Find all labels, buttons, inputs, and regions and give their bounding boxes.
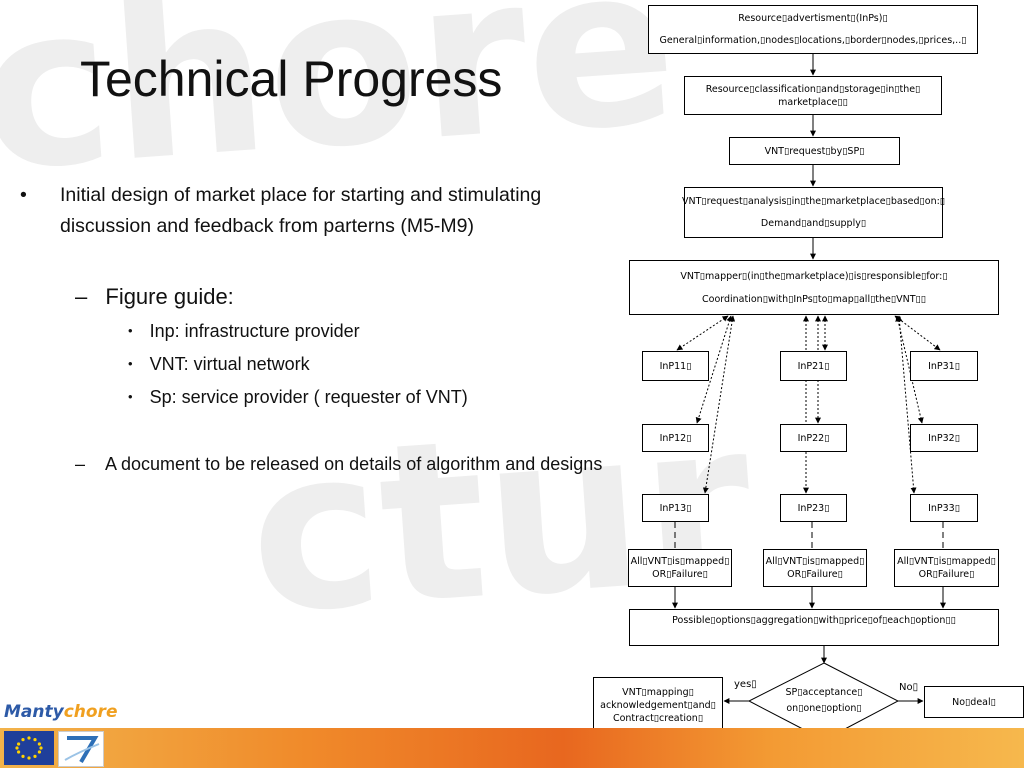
box-label: InP23▯ bbox=[797, 502, 830, 514]
slide-title: Technical Progress bbox=[80, 51, 503, 107]
box-label: InP31▯ bbox=[928, 360, 960, 372]
dash-marker: – bbox=[75, 454, 86, 474]
box-line: OR▯Failure▯ bbox=[787, 569, 843, 580]
box-label: InP21▯ bbox=[797, 360, 830, 372]
fp7-seven-icon bbox=[64, 736, 100, 764]
box-line: All▯VNT▯is▯mapped▯ bbox=[897, 556, 996, 567]
box-line: All▯VNT▯is▯mapped▯ bbox=[765, 556, 865, 567]
resource-advertisement-box: Resource▯advertisment▯(InPs)▯ General▯in… bbox=[648, 5, 978, 54]
box-line: General▯information,▯nodes▯locations,▯bo… bbox=[659, 35, 967, 46]
box-line: OR▯Failure▯ bbox=[918, 569, 975, 580]
decision-line: SP▯acceptance▯ bbox=[785, 687, 863, 698]
vnt-request-analysis-box: VNT▯request▯analysis▯in▯the▯marketplace▯… bbox=[681, 187, 946, 238]
dash-marker: – bbox=[75, 284, 88, 309]
bullet-figure-guide: – Figure guide: bbox=[75, 284, 234, 310]
dotted-mapper-inp11 bbox=[676, 315, 729, 351]
logo-text-part1: Manty bbox=[4, 702, 64, 722]
bullet-text: Figure guide: bbox=[105, 284, 234, 309]
inp12-box: InP12▯ bbox=[642, 424, 709, 452]
bullet-inp: • Inp: infrastructure provider bbox=[128, 321, 360, 342]
box-label: InP32▯ bbox=[928, 432, 960, 444]
bullet-text: A document to be released on details of … bbox=[105, 454, 603, 474]
box-line: OR▯Failure▯ bbox=[652, 569, 708, 580]
mantychore-logo: Mantychore bbox=[4, 702, 117, 722]
bullet-document: – A document to be released on details o… bbox=[75, 451, 615, 478]
inp21-box: InP21▯ bbox=[780, 351, 847, 381]
box-label: InP13▯ bbox=[659, 502, 692, 514]
decision-line: on▯one▯option▯ bbox=[786, 703, 862, 714]
box-line: Possible▯options▯aggregation▯with▯price▯… bbox=[672, 615, 956, 626]
inp32-box: InP32▯ bbox=[910, 424, 978, 452]
logo-text-part2: chore bbox=[63, 702, 118, 722]
vnt-mapper-box: VNT▯mapper▯(in▯the▯marketplace)▯is▯respo… bbox=[629, 260, 999, 315]
box-line: All▯VNT▯is▯mapped▯ bbox=[630, 556, 730, 567]
bullet-text: Inp: infrastructure provider bbox=[149, 321, 360, 341]
fp7-logo-icon bbox=[58, 731, 104, 767]
inp23-box: InP23▯ bbox=[780, 494, 847, 522]
bullet-text: Initial design of market place for start… bbox=[60, 184, 542, 237]
inp33-box: InP33▯ bbox=[910, 494, 978, 522]
box-line: Resource▯advertisment▯(InPs)▯ bbox=[738, 13, 888, 24]
box-line: No▯deal▯ bbox=[952, 696, 996, 708]
bullet-dot: • bbox=[128, 323, 133, 338]
inp11-box: InP11▯ bbox=[642, 351, 709, 381]
dotted-mapper-inp13 bbox=[702, 315, 736, 494]
bullet-initial-design: • Initial design of market place for sta… bbox=[20, 180, 600, 280]
box-line: Resource▯classification▯and▯storage▯in▯t… bbox=[705, 83, 921, 95]
yes-label: yes▯ bbox=[734, 679, 757, 690]
mapping-result-box-1: All▯VNT▯is▯mapped▯ OR▯Failure▯ bbox=[628, 549, 732, 587]
box-line: Demand▯and▯supply▯ bbox=[760, 218, 867, 229]
contract-creation-box: VNT▯mapping▯ acknowledgement▯and▯ Contra… bbox=[593, 677, 723, 734]
box-line: Contract▯creation▯ bbox=[612, 713, 704, 724]
inp22-box: InP22▯ bbox=[780, 424, 847, 452]
bullet-dot: • bbox=[128, 356, 133, 371]
box-label: InP11▯ bbox=[659, 360, 692, 372]
decision-text: SP▯acceptance▯ on▯one▯option▯ bbox=[764, 685, 884, 717]
box-line: VNT▯mapping▯ bbox=[622, 687, 694, 698]
box-label: InP12▯ bbox=[659, 432, 692, 444]
bullet-vnt: • VNT: virtual network bbox=[128, 354, 310, 375]
bullet-text: VNT: virtual network bbox=[149, 354, 310, 374]
inp31-box: InP31▯ bbox=[910, 351, 978, 381]
box-line: VNT▯mapper▯(in▯the▯marketplace)▯is▯respo… bbox=[680, 270, 948, 282]
vnt-request-box: VNT▯request▯by▯SP▯ bbox=[729, 137, 900, 165]
no-label: No▯ bbox=[899, 682, 919, 693]
bullet-dot: • bbox=[128, 389, 133, 404]
no-deal-box: No▯deal▯ bbox=[924, 686, 1024, 718]
bullet-text: Sp: service provider ( requester of VNT) bbox=[149, 387, 468, 407]
inp13-box: InP13▯ bbox=[642, 494, 709, 522]
mapping-result-box-3: All▯VNT▯is▯mapped▯ OR▯Failure▯ bbox=[894, 549, 999, 587]
box-line: Coordination▯with▯InPs▯to▯map▯all▯the▯VN… bbox=[702, 293, 926, 305]
box-line: VNT▯request▯by▯SP▯ bbox=[764, 145, 865, 157]
box-label: InP22▯ bbox=[797, 432, 830, 444]
mapping-result-box-2: All▯VNT▯is▯mapped▯ OR▯Failure▯ bbox=[763, 549, 867, 587]
bullet-dot: • bbox=[20, 184, 27, 206]
box-line: acknowledgement▯and▯ bbox=[600, 700, 716, 711]
box-line: VNT▯request▯analysis▯in▯the▯marketplace▯… bbox=[681, 196, 946, 207]
box-label: InP33▯ bbox=[928, 502, 960, 514]
eu-stars-icon bbox=[15, 736, 43, 760]
dotted-mapper-inp33 bbox=[896, 315, 917, 494]
eu-flag-icon bbox=[4, 731, 54, 765]
bullet-sp: • Sp: service provider ( requester of VN… bbox=[128, 387, 468, 408]
footer-bar bbox=[0, 728, 1024, 768]
options-aggregation-box: Possible▯options▯aggregation▯with▯price▯… bbox=[629, 609, 999, 646]
box-line: marketplace▯▯ bbox=[778, 96, 848, 108]
resource-classification-box: Resource▯classification▯and▯storage▯in▯t… bbox=[684, 76, 942, 115]
